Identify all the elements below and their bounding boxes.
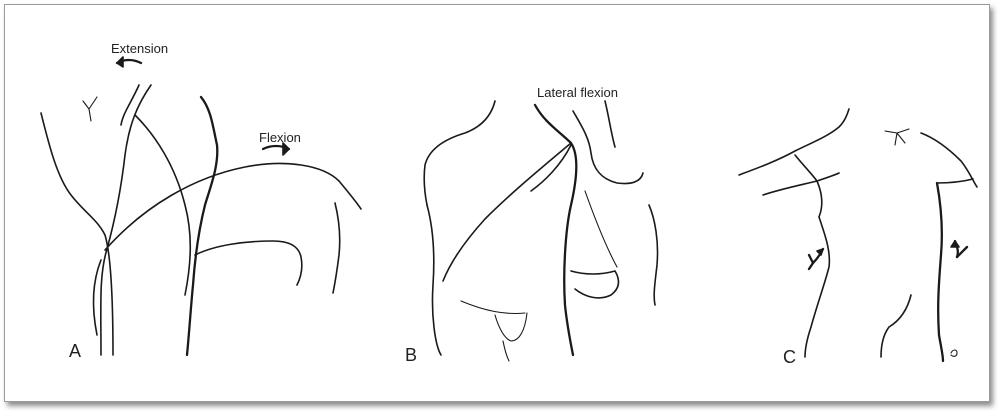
curved-arrow-left-icon (117, 57, 141, 67)
figure-b-flexed-shoulder (605, 101, 615, 147)
figure-c-right-trunk (937, 183, 943, 361)
figure-b-flexed-arm (649, 205, 658, 305)
figure-c-neck-sketch (885, 129, 909, 145)
figure-c-right-shoulder (921, 133, 977, 187)
panel-a: Extension Flexion A (41, 41, 361, 361)
figure-a-flexed-back-curve (105, 163, 361, 250)
figure-a-extended-back-outline (101, 85, 151, 355)
figure-b-flexed-chest (531, 145, 571, 191)
figure-c-left-trunk (805, 217, 829, 357)
figure-a-upright-back-outline (41, 113, 113, 355)
figure-b-neck-left (424, 101, 495, 205)
figure-b-flexed-waist (585, 191, 617, 267)
figure-a-flexed-arm (333, 203, 340, 293)
figure-c-right-arm-edge (937, 179, 973, 183)
figure-c-signature-mark (951, 350, 957, 356)
figure-a-hip-line (94, 260, 101, 335)
label-extension: Extension (111, 41, 168, 56)
panel-letter-b: B (405, 345, 417, 365)
figure-b-left-side (427, 205, 441, 355)
figure-c-left-arm-upper (739, 109, 849, 175)
panel-letter-c: C (783, 347, 796, 367)
figure-a-arm-sketch (83, 97, 97, 121)
rotation-arrow-left-icon (809, 249, 823, 269)
figure-b-pelvis (461, 301, 527, 341)
rotation-arrow-right-icon (951, 241, 967, 257)
figure-a-chest-line (135, 115, 190, 295)
figure-a-flexed-belly (195, 241, 302, 285)
figure-a-head-line (121, 85, 139, 125)
panel-b: Lateral flexion B (405, 85, 658, 365)
figure-c-left-arm-lower (763, 173, 839, 195)
spine-motion-illustration: Extension Flexion A Lateral flexion B (5, 5, 989, 401)
figure-a-front-outline (187, 97, 217, 355)
figure-b-right-side (535, 105, 576, 355)
label-lateral-flexion: Lateral flexion (537, 85, 618, 100)
panel-letter-a: A (69, 341, 81, 361)
label-flexion: Flexion (259, 130, 301, 145)
figure-b-flexed-head (573, 111, 643, 184)
figure-c-center-contour (881, 295, 911, 357)
panel-c: C (739, 109, 977, 367)
figure-b-leg-divide (503, 341, 509, 361)
figure-b-flexed-hip (571, 271, 618, 298)
figure-b-flexed-side-line (443, 143, 571, 281)
figure-frame: Extension Flexion A Lateral flexion B (4, 4, 990, 402)
